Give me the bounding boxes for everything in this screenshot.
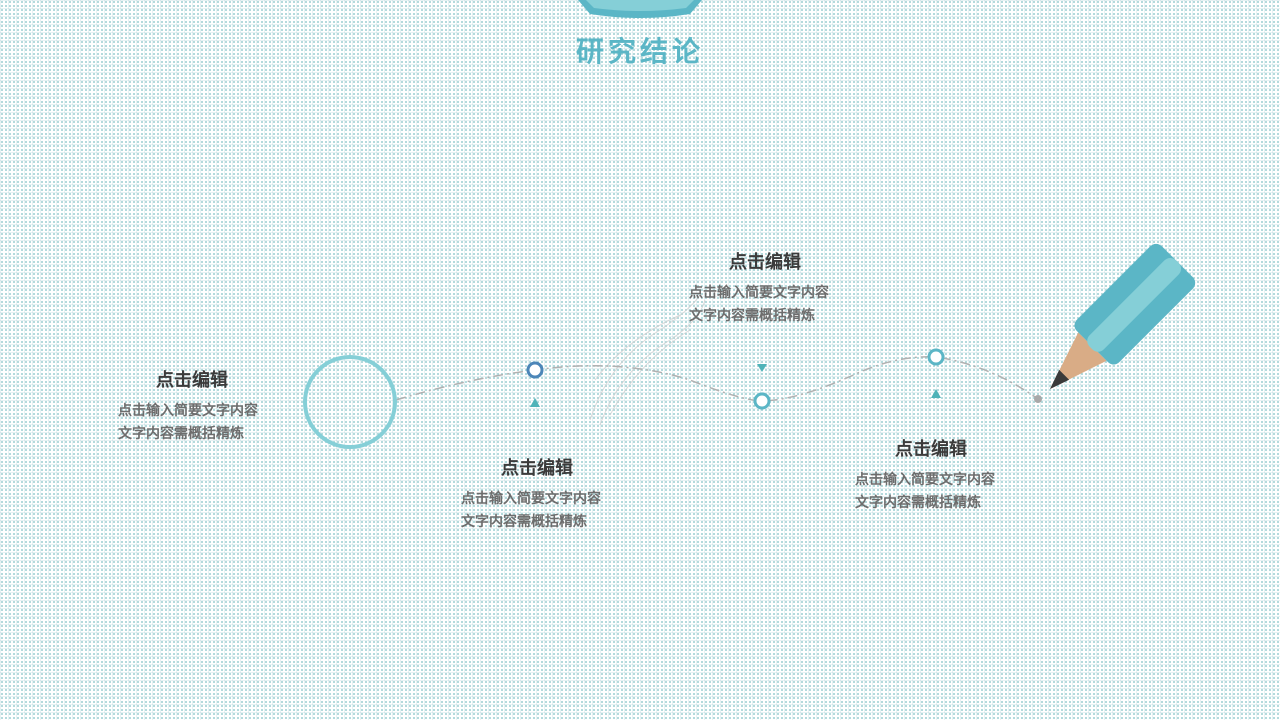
triangle-down-icon	[757, 364, 767, 372]
item-heading: 点击编辑	[501, 458, 573, 479]
item-heading: 点击编辑	[156, 370, 228, 391]
triangle-up-icon	[530, 398, 540, 407]
node-2-icon	[753, 392, 771, 410]
end-dot-icon	[1034, 395, 1042, 403]
timeline-item-3[interactable]: 点击编辑 点击输入简要文字内容 文字内容需概括精炼	[689, 248, 829, 328]
item-text: 点击输入简要文字内容	[461, 491, 601, 507]
timeline-item-1[interactable]: 点击编辑 点击输入简要文字内容 文字内容需概括精炼	[118, 366, 258, 446]
item-text: 点击输入简要文字内容	[118, 403, 258, 419]
item-heading: 点击编辑	[895, 439, 967, 460]
item-heading: 点击编辑	[729, 252, 801, 273]
top-banner-shape	[578, 0, 702, 18]
start-circle-icon	[303, 355, 397, 449]
timeline-item-2[interactable]: 点击编辑 点击输入简要文字内容 文字内容需概括精炼	[461, 454, 601, 534]
item-text: 文字内容需概括精炼	[855, 495, 981, 511]
timeline-item-4[interactable]: 点击编辑 点击输入简要文字内容 文字内容需概括精炼	[855, 435, 995, 515]
item-text: 文字内容需概括精炼	[118, 426, 244, 442]
triangle-up-icon	[931, 389, 941, 398]
page-title: 研究结论	[575, 35, 704, 68]
item-text: 文字内容需概括精炼	[461, 514, 587, 530]
item-text: 文字内容需概括精炼	[689, 308, 815, 324]
timeline-path	[395, 356, 1039, 402]
pencil-icon	[1050, 243, 1196, 389]
item-text: 点击输入简要文字内容	[855, 472, 995, 488]
item-text: 点击输入简要文字内容	[689, 285, 829, 301]
node-3-icon	[927, 348, 945, 366]
sketch-lines	[589, 294, 706, 426]
node-1-icon	[526, 361, 544, 379]
